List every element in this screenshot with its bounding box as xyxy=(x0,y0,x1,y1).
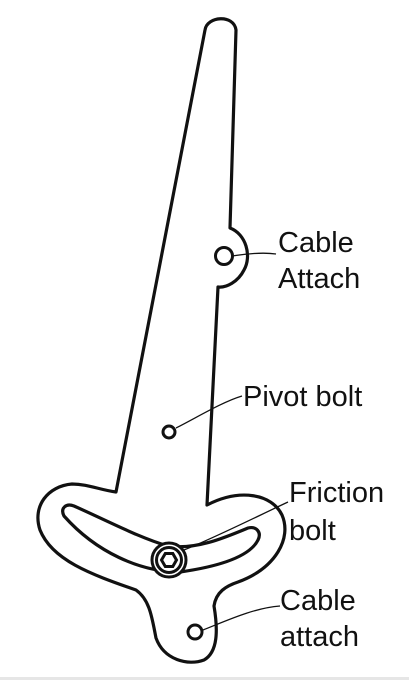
cable-attach-hole-top xyxy=(214,246,234,266)
lever-body-outline xyxy=(36,17,287,664)
leader-pivot-bolt xyxy=(175,395,243,429)
label-cable-attach-bottom-line2: attach xyxy=(280,621,359,653)
pivot-bolt-hole xyxy=(161,424,177,440)
leader-friction-bolt xyxy=(183,501,289,551)
label-friction-bolt-line1: Friction xyxy=(289,477,384,509)
label-cable-attach-top-line2: Attach xyxy=(278,263,360,295)
label-cable-attach-top-line1: Cable xyxy=(278,227,354,259)
friction-bolt-hex-nut xyxy=(159,552,179,568)
leader-cable-attach-bottom xyxy=(202,605,281,631)
label-cable-attach-bottom-line1: Cable xyxy=(280,585,356,617)
cable-attach-hole-bottom xyxy=(186,623,204,641)
label-friction-bolt-line2: bolt xyxy=(289,515,336,547)
bottom-border xyxy=(0,677,409,680)
friction-bolt xyxy=(150,541,188,579)
label-pivot-bolt: Pivot bolt xyxy=(243,381,362,413)
leader-cable-attach-top xyxy=(231,252,277,257)
